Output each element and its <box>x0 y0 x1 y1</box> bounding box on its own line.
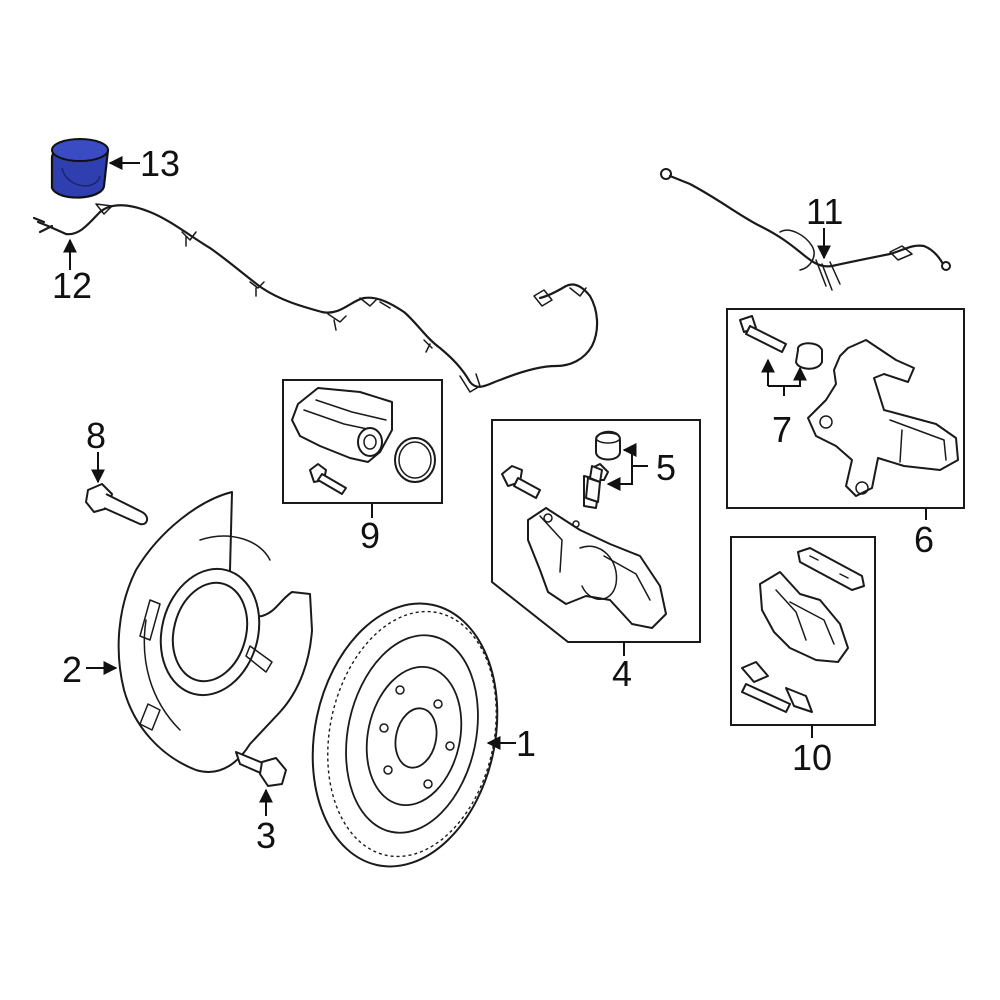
caliper-part-4[interactable] <box>501 463 667 629</box>
callout-1[interactable]: 1 <box>516 723 536 764</box>
callout-6[interactable]: 6 <box>914 519 934 560</box>
brake-pads-part-10[interactable] <box>741 547 865 713</box>
leader-7b <box>768 366 807 387</box>
brake-rotor-part-1[interactable] <box>289 586 520 884</box>
bolt-part-3[interactable] <box>235 751 287 787</box>
box-part-6 <box>726 308 965 509</box>
callout-4[interactable]: 4 <box>612 653 632 694</box>
callout-10[interactable]: 10 <box>792 737 832 778</box>
caliper-assembly-part-9[interactable] <box>291 387 436 495</box>
callout-9[interactable]: 9 <box>360 515 380 556</box>
box-part-10 <box>730 536 876 726</box>
callout-2[interactable]: 2 <box>62 649 82 690</box>
callout-3[interactable]: 3 <box>256 815 276 856</box>
dust-cap-part-13[interactable] <box>50 138 110 199</box>
callout-12[interactable]: 12 <box>52 265 92 306</box>
leader-5b <box>606 466 633 491</box>
callout-11[interactable]: 11 <box>806 191 843 232</box>
box-part-9 <box>282 379 443 504</box>
box-part-4 <box>491 419 701 643</box>
leader-5a <box>622 443 648 467</box>
bolt-part-8[interactable] <box>85 483 148 526</box>
bleeder-part-5[interactable] <box>585 430 621 503</box>
dust-shield-part-2[interactable] <box>117 491 313 773</box>
wear-sensor-part-11[interactable] <box>660 168 951 291</box>
callout-7[interactable]: 7 <box>772 409 792 450</box>
callout-8[interactable]: 8 <box>86 415 106 456</box>
callout-13[interactable]: 13 <box>140 143 180 184</box>
callout-5[interactable]: 5 <box>656 447 676 488</box>
caliper-bracket-part-6[interactable] <box>739 315 959 497</box>
abs-harness-part-12[interactable] <box>32 203 599 393</box>
